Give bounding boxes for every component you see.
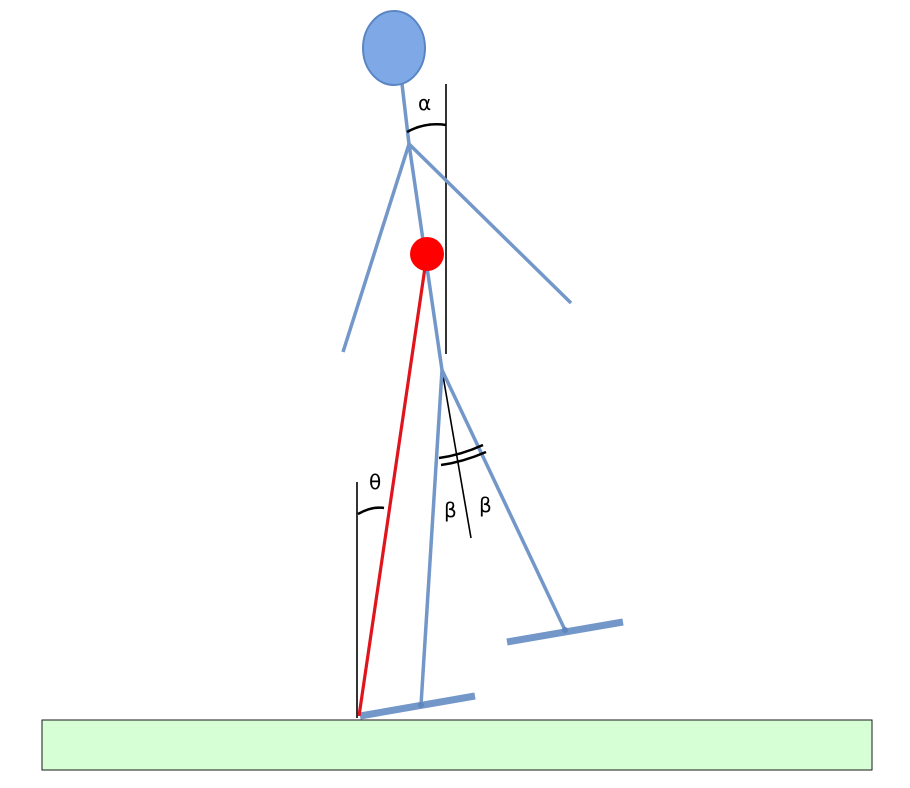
beta-angle-arc-outer	[440, 450, 487, 467]
alpha-label: α	[418, 91, 431, 115]
theta-label: θ	[369, 470, 381, 494]
swing-leg	[440, 369, 567, 631]
neck	[400, 83, 411, 145]
beta-label-outer: β	[479, 493, 492, 517]
swing-ankle-joint	[562, 627, 568, 633]
stance-leg	[419, 369, 444, 706]
head	[362, 10, 426, 86]
center-of-mass	[410, 237, 444, 271]
stance-foot	[359, 692, 476, 720]
front-arm	[407, 142, 573, 305]
stance-ankle-joint	[418, 702, 424, 708]
lean-line	[357, 253, 429, 717]
back-arm	[341, 143, 411, 353]
beta-label-inner: β	[444, 498, 457, 522]
theta-angle-arc	[357, 506, 385, 516]
beta-angle-arc-inner	[438, 443, 484, 460]
alpha-angle-arc	[406, 123, 447, 134]
ground-block	[41, 719, 873, 771]
